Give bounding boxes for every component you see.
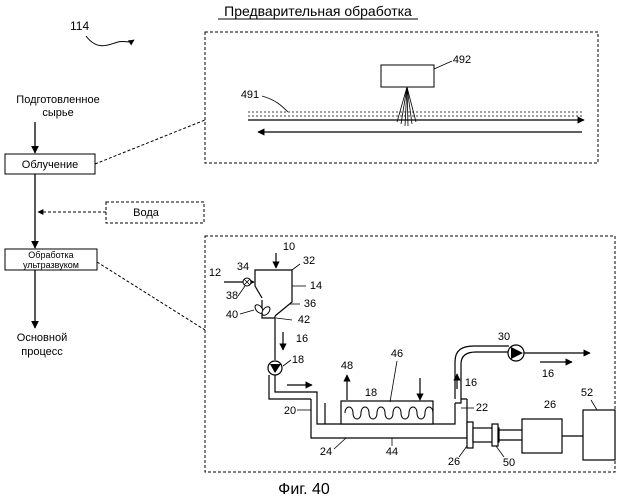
water-label: Вода bbox=[133, 207, 160, 219]
inlet-ref: 12 bbox=[209, 267, 221, 279]
booster-ref: 50 bbox=[503, 457, 515, 469]
sonication-callout-leader bbox=[97, 262, 205, 330]
figure-caption: Фиг. 40 bbox=[278, 481, 330, 498]
vessel-outlet-well bbox=[455, 399, 467, 403]
feed-pump-ref: 18 bbox=[292, 354, 304, 366]
hopper-upper-ref: 32 bbox=[303, 255, 315, 267]
outlet-riser-inner bbox=[461, 352, 509, 399]
valve-ref: 34 bbox=[237, 261, 249, 273]
figure-ref-label: 114 bbox=[70, 19, 89, 33]
transducer-left-ref: 26 bbox=[448, 456, 460, 468]
auger-leader bbox=[240, 310, 254, 314]
flow-up-ref: 16 bbox=[465, 377, 477, 389]
beam-source-ref: 492 bbox=[453, 54, 471, 66]
beam-source-box bbox=[381, 65, 434, 87]
generator-leader bbox=[591, 400, 597, 410]
coil-ref: 18 bbox=[365, 387, 377, 399]
feed-pump-leader bbox=[283, 360, 291, 366]
irradiation-label: Облучение bbox=[22, 159, 78, 171]
booster-flange bbox=[492, 424, 498, 446]
auger-ref: 40 bbox=[226, 309, 238, 321]
irradiation-callout-leader bbox=[95, 120, 205, 164]
transducer-right-ref: 26 bbox=[544, 399, 556, 411]
coil-label-ref: 46 bbox=[391, 348, 403, 360]
diagram-title: Предварительная обработка bbox=[224, 3, 412, 19]
hopper-ref: 10 bbox=[283, 241, 295, 253]
coil-label-leader bbox=[390, 361, 397, 402]
conveyor-leader bbox=[262, 96, 288, 112]
conveyor-ref: 491 bbox=[241, 89, 259, 101]
converter-box bbox=[522, 419, 562, 453]
sonication-label-line1: Обработка bbox=[28, 250, 73, 260]
valve-lower-leader bbox=[238, 286, 245, 296]
outlet-leader bbox=[276, 318, 292, 320]
transducer-plate bbox=[467, 422, 473, 448]
trough-ref: 44 bbox=[386, 446, 398, 458]
vessel-ref: 24 bbox=[320, 446, 332, 458]
input-label-line2: сырье bbox=[42, 107, 73, 119]
hopper-upper-leader bbox=[292, 264, 300, 270]
exhaust-ref: 48 bbox=[341, 360, 353, 372]
transducer-left-leader bbox=[459, 446, 467, 457]
hopper-left-taper bbox=[255, 286, 262, 298]
hopper-body-ref: 14 bbox=[310, 280, 322, 292]
outlet-riser bbox=[455, 346, 509, 399]
discharge-flow-ref: 16 bbox=[542, 368, 554, 380]
beam-source-leader bbox=[434, 61, 452, 69]
inlet-pipe-ref: 20 bbox=[284, 405, 296, 417]
coil-tank bbox=[341, 401, 433, 424]
output-label-line1: Основной bbox=[17, 332, 67, 344]
discharge-pump-ref: 30 bbox=[498, 331, 510, 343]
vessel-leader bbox=[334, 438, 346, 449]
booster-leader bbox=[496, 446, 504, 457]
figure-ref-arrow bbox=[86, 36, 134, 46]
hopper-wall-ref: 36 bbox=[304, 298, 316, 310]
valve-lower-ref: 38 bbox=[226, 290, 238, 302]
generator-ref: 52 bbox=[581, 387, 593, 399]
vessel-inlet-well bbox=[317, 403, 325, 424]
flow-down-ref: 16 bbox=[296, 333, 308, 345]
outlet-ref: 42 bbox=[298, 314, 310, 326]
output-label-line2: процесс bbox=[21, 346, 63, 358]
irradiation-detail-panel bbox=[205, 32, 598, 163]
sonication-label-line2: ультразвуком bbox=[23, 260, 79, 270]
outlet-pipe-ref: 22 bbox=[476, 402, 488, 414]
generator-box bbox=[583, 410, 615, 460]
input-label-line1: Подготовленное bbox=[16, 94, 99, 106]
